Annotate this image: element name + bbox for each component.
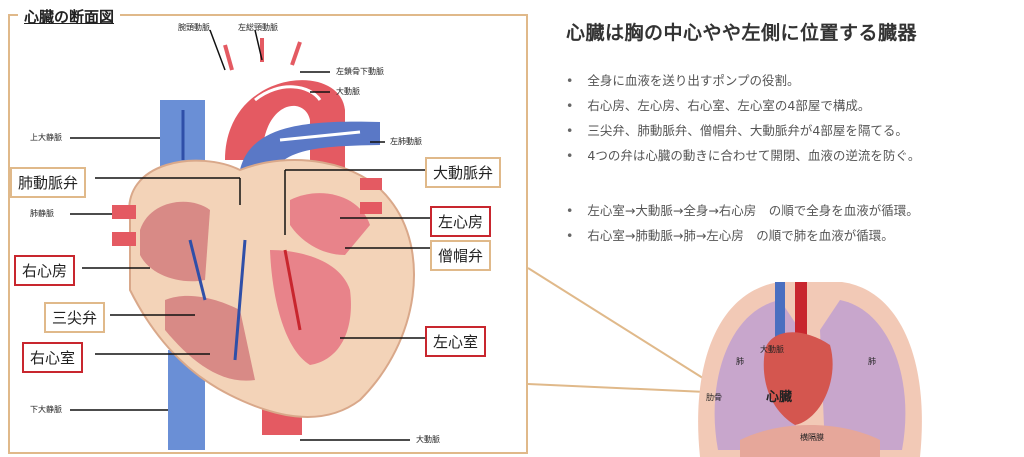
label-right-ventricle: 右心室 [22,342,84,373]
label-left-subclavian: 左鎖骨下動脈 [336,67,384,76]
chest-diaphragm-shape [740,425,880,457]
chest-label-lung-right: 肺 [868,357,876,366]
chest-aorta-vessel [795,282,807,342]
inferior-vena-cava [168,350,205,450]
chest-illustration [698,282,922,457]
chest-label-aorta: 大動脈 [760,345,784,354]
diagram-title: 心臓の断面図 [18,6,121,27]
connector-line-lower [527,383,707,393]
chest-heart-shape [763,332,833,425]
subclavian-arrow [290,41,302,66]
notes-list-circulation: 左心室→大動脈→全身→右心房 の順で全身を血液が循環。 右心室→肺動脈→肺→左心… [566,198,919,248]
label-inferior-vena-cava: 下大静脈 [30,405,62,414]
right-atrium-chamber [140,201,210,282]
label-left-common-carotid: 左総頸動脈 [238,23,278,32]
label-aorta-top: 大動脈 [336,87,360,96]
connector-line-upper [527,267,707,381]
pulmonary-vein-left-lower [112,232,136,246]
pulmonary-artery [238,121,380,190]
flow-arrow-lv [283,249,302,331]
note-item: 右心房、左心房、右心室、左心室の4部屋で構成。 [566,93,920,118]
chest-vein-vessel [775,282,785,337]
chest-label-lung-left: 肺 [736,357,744,366]
label-left-pulmonary-artery: 左肺動脈 [390,137,422,146]
chest-label-diaphragm: 横隔膜 [800,433,824,442]
right-lung-shape [820,300,906,450]
diagram-frame [8,14,528,454]
chest-label-heart: 心臓 [766,390,793,405]
label-pulmonary-valve: 肺動脈弁 [10,167,87,198]
notes-list-structure: 全身に血液を送り出すポンプの役割。 右心房、左心房、右心室、左心室の4部屋で構成… [566,68,920,168]
label-left-atrium: 左心房 [430,206,492,237]
brachiocephalic-arrow [223,44,234,71]
label-left-ventricle: 左心室 [425,326,487,357]
label-brachiocephalic-artery: 腕頭動脈 [178,23,210,32]
label-aortic-valve: 大動脈弁 [425,157,502,188]
chest-label-rib: 肋骨 [706,393,722,402]
note-item: 三尖弁、肺動脈弁、僧帽弁、大動脈弁が4部屋を隔てる。 [566,118,920,143]
label-tricuspid-valve: 三尖弁 [44,302,106,333]
label-right-atrium: 右心房 [14,255,76,286]
note-item: 左心室→大動脈→全身→右心房 の順で全身を血液が循環。 [566,198,918,223]
label-superior-vena-cava: 上大静脈 [30,133,62,142]
leader-lines [70,29,430,441]
pulmonary-vein-right-upper [360,178,382,190]
note-item: 全身に血液を送り出すポンプの役割。 [566,68,920,93]
label-aorta-bottom: 大動脈 [416,435,440,444]
right-ventricle-chamber [165,295,255,381]
label-pulmonary-veins: 肺静脈 [30,209,54,218]
pulmonary-vein-right-lower [360,202,382,214]
right-panel-title: 心臓は胸の中心やや左側に位置する臓器 [566,22,918,44]
flow-arrow-ra [188,239,207,301]
label-mitral-valve: 僧帽弁 [430,240,492,271]
note-item: 4つの弁は心臓の動きに合わせて開閉、血液の逆流を防ぐ。 [566,143,920,168]
note-item: 右心室→肺動脈→肺→左心房 の順で肺を血液が循環。 [566,223,919,248]
left-atrium-chamber [290,193,370,255]
flow-arrow-aorta [254,85,322,102]
flow-arrow-rv [233,239,247,361]
flow-arrow-pa [279,130,361,142]
pulmonary-vein-left-upper [112,205,136,219]
